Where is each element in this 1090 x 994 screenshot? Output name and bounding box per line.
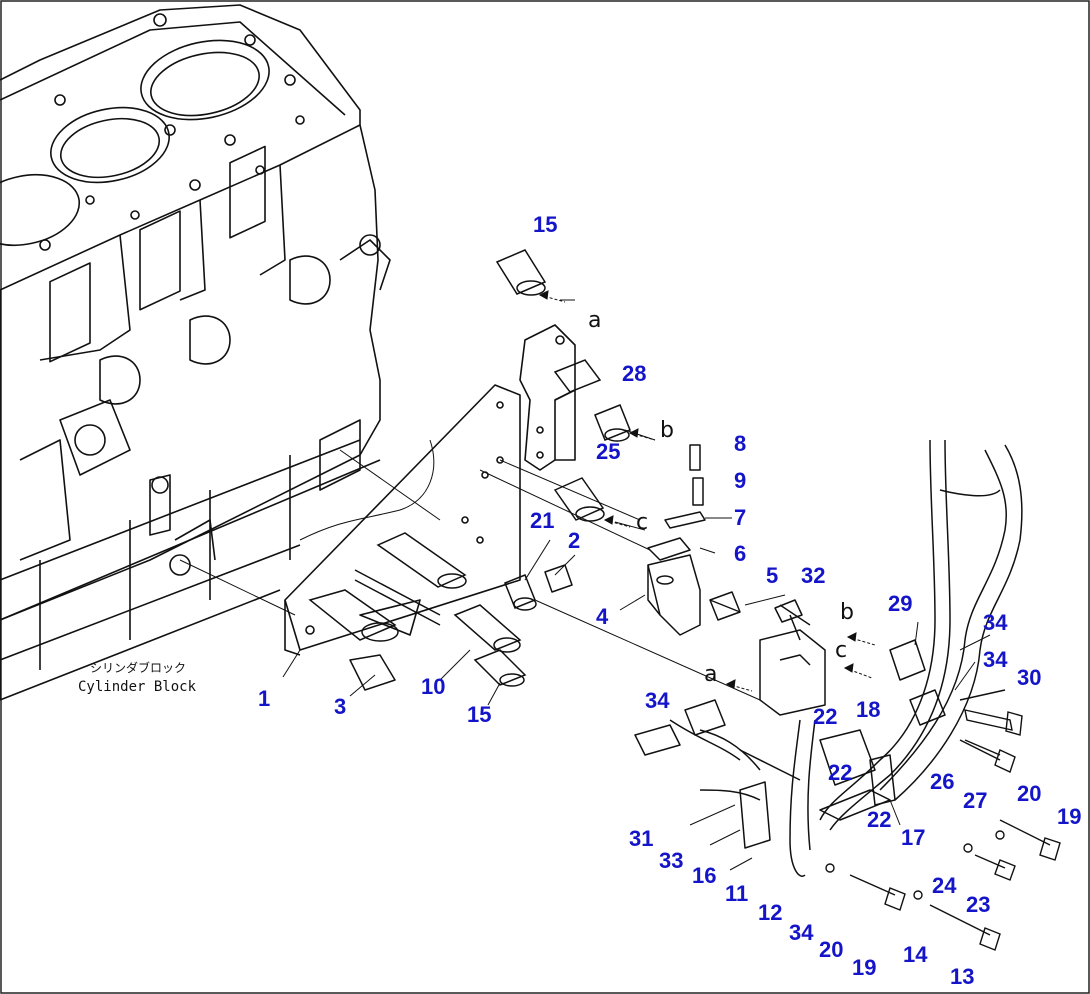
- callout-30: 30: [1017, 665, 1042, 690]
- callout-18: 18: [856, 697, 881, 722]
- spacer-collars: [310, 250, 630, 686]
- leader-lines: [180, 300, 760, 700]
- callout-2: 2: [568, 528, 581, 553]
- callout-20-a: 20: [1017, 781, 1042, 806]
- callout-leaders: [283, 518, 990, 870]
- arrows: [540, 291, 875, 691]
- callout-11: 11: [725, 881, 749, 906]
- support-bracket-arm: [520, 325, 575, 470]
- callout-22-c: 22: [867, 807, 892, 832]
- callout-17: 17: [901, 825, 926, 850]
- callout-20-b: 20: [819, 937, 844, 962]
- callout-15-top: 15: [533, 212, 558, 237]
- callout-28: 28: [622, 361, 647, 386]
- callout-22-b: 22: [828, 760, 853, 785]
- callout-1: 1: [258, 686, 271, 711]
- callout-6: 6: [734, 541, 747, 566]
- callout-27: 27: [963, 788, 988, 813]
- ref-letter-b-bottom: b: [840, 600, 854, 625]
- ref-letter-a-bottom: a: [704, 662, 718, 687]
- mounting-bracket-plate: [285, 385, 520, 655]
- callout-10: 10: [421, 674, 446, 699]
- callout-14: 14: [903, 942, 928, 967]
- callout-8: 8: [734, 431, 747, 456]
- callout-34-a: 34: [983, 610, 1008, 635]
- callout-29: 29: [888, 591, 913, 616]
- callout-3: 3: [334, 694, 347, 719]
- callout-16: 16: [692, 863, 717, 888]
- callout-4: 4: [596, 604, 609, 629]
- callout-7: 7: [734, 505, 747, 530]
- callout-19-b: 19: [852, 955, 877, 980]
- small-bracket-parts: [350, 445, 802, 690]
- callout-5: 5: [766, 563, 779, 588]
- callout-26: 26: [930, 769, 955, 794]
- callout-31: 31: [629, 826, 654, 851]
- ref-letter-b-top: b: [660, 418, 674, 443]
- callout-32: 32: [801, 563, 826, 588]
- callout-33: 33: [659, 848, 684, 873]
- callout-9: 9: [734, 468, 747, 493]
- wiring-harness: [635, 440, 1022, 876]
- callout-22-a: 22: [813, 704, 838, 729]
- cylinder-block: [0, 5, 390, 700]
- bolts: [710, 600, 1060, 950]
- callout-12: 12: [758, 900, 783, 925]
- callout-13: 13: [950, 964, 975, 989]
- callout-21: 21: [530, 508, 555, 533]
- callout-23: 23: [966, 892, 991, 917]
- callout-34-d: 34: [789, 920, 814, 945]
- callout-25: 25: [596, 439, 621, 464]
- cylinder-block-label-en: Cylinder Block: [78, 679, 197, 695]
- cylinder-block-label-jp: シリンダブロック: [90, 661, 187, 675]
- ref-letter-c-top: c: [636, 510, 649, 535]
- callout-24: 24: [932, 873, 957, 898]
- callout-19-a: 19: [1057, 804, 1082, 829]
- callout-15-bottom: 15: [467, 702, 492, 727]
- callout-34-c: 34: [645, 688, 670, 713]
- callout-34-b: 34: [983, 647, 1008, 672]
- ref-letter-a-top: a: [588, 308, 602, 333]
- ref-letter-c-bottom: c: [835, 638, 848, 663]
